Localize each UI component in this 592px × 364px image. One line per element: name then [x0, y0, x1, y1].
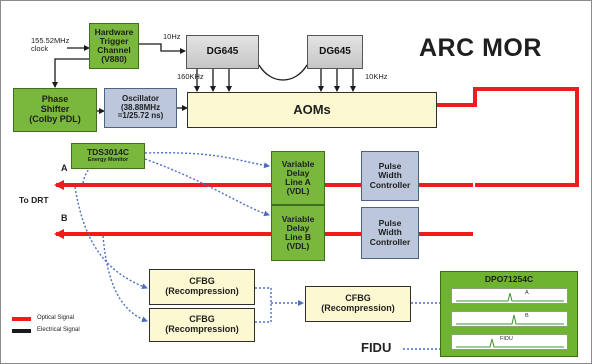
dg645-link: [258, 64, 308, 81]
pulse-width-controller-bottom-box: Pulse Width Controller: [361, 207, 419, 259]
fidu-label: FIDU: [361, 340, 392, 355]
trace-b-label: B: [525, 313, 529, 319]
vdl-b-box: Variable Delay Line B (VDL): [271, 205, 325, 261]
scope-trace-fidu: FIDU: [451, 334, 568, 350]
freq-160k-label: 160KHz: [177, 72, 204, 81]
trigger-rate-label: 10Hz: [163, 32, 181, 41]
freq-10k-label: 10KHz: [365, 72, 388, 81]
tds-model-label: TDS3014C: [86, 147, 130, 158]
pulse-waveform-icon: [456, 338, 564, 348]
scope-trace-b: B: [451, 311, 568, 327]
oscillator-box: Oscillator (38.88MHz =1/25.72 ns): [104, 88, 177, 128]
dpo71254c-scope: DPO71254C A B FIDU: [440, 271, 578, 357]
cfbg-right-box: CFBG (Recompression): [305, 286, 411, 322]
dg645-left-box: DG645: [186, 35, 259, 69]
to-drt-label: To DRT: [19, 195, 49, 205]
scope-trace-a: A: [451, 288, 568, 304]
vdl-a-box: Variable Delay Line A (VDL): [271, 151, 325, 205]
trace-a-label: A: [525, 290, 529, 296]
scope-title: DPO71254C: [484, 274, 534, 284]
dg645-right-box: DG645: [307, 35, 363, 69]
pulse-width-controller-top-box: Pulse Width Controller: [361, 151, 419, 201]
hardware-trigger-box: Hardware Trigger Channel (V880): [89, 23, 139, 69]
pulse-waveform-icon: [456, 314, 564, 325]
trigger-to-phase: [52, 58, 97, 88]
cfbg-top-box: CFBG (Recompression): [149, 269, 255, 305]
line-b-to-cfbg-bottom: [102, 235, 148, 323]
tds3014c-box: TDS3014C Energy Monitor: [71, 143, 145, 169]
legend-electrical-label: Electrical Signal: [37, 327, 80, 333]
optical-loop-top: [437, 87, 579, 187]
legend-swatches: [12, 317, 31, 333]
phase-shifter-box: Phase Shifter (Colby PDL): [13, 88, 97, 132]
trace-fidu-label: FIDU: [500, 336, 513, 342]
tds-to-vdl-b: [144, 158, 270, 217]
clock-label: 155.52MHz clock: [31, 36, 70, 54]
diagram-title: ARC MOR: [419, 34, 542, 62]
tds-to-vdl-a: [144, 152, 270, 169]
legend-optical-label: Optical Signal: [37, 315, 75, 321]
aoms-box: AOMs: [187, 92, 437, 128]
electrical-paths: [52, 43, 356, 114]
tds-energy-monitor-label: Energy Monitor: [87, 156, 129, 163]
line-a-to-cfbg-top: [74, 186, 148, 290]
cfbg-merge: [255, 287, 303, 323]
pulse-waveform-icon: [456, 292, 564, 302]
line-b-label: B: [61, 213, 68, 223]
trigger-to-dg645: [139, 43, 186, 54]
cfbg-bottom-box: CFBG (Recompression): [149, 308, 255, 342]
line-a-label: A: [61, 163, 68, 173]
